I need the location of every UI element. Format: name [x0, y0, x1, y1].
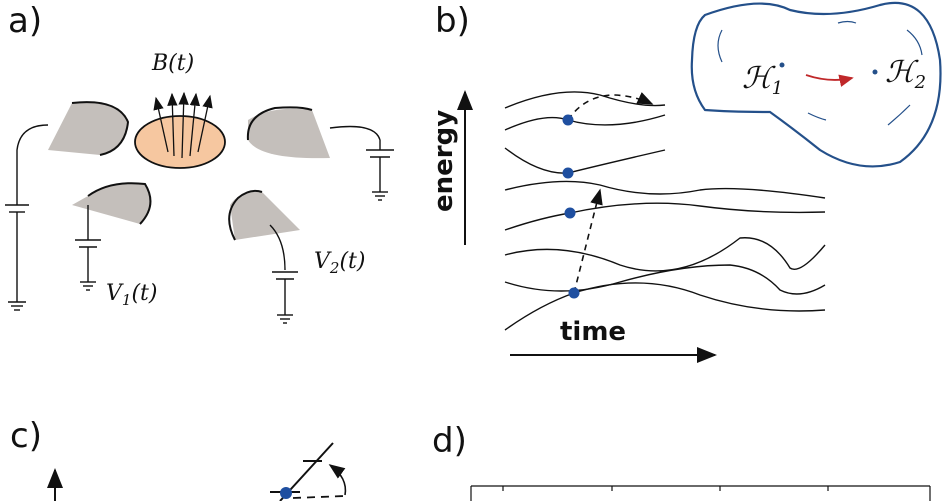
- state-dot: [562, 167, 574, 179]
- hamiltonian-1-label: ℋ1: [742, 61, 783, 99]
- state-dot: [280, 487, 292, 499]
- gate-top-left: [48, 102, 128, 155]
- panel-c: [47, 442, 347, 501]
- energy-level-curves: [504, 91, 826, 331]
- quantum-dot-island: [134, 115, 226, 169]
- hamiltonian-2-point: [872, 69, 878, 75]
- panel-label-c: c): [10, 416, 42, 456]
- gate-bottom-right: [230, 191, 300, 240]
- path-arrow-icon: [805, 74, 854, 87]
- panel-b-energy-levels: energy time ℋ1 ℋ2: [429, 1, 942, 363]
- gate-top-right: [248, 108, 330, 159]
- voltage-1-label: V1(t): [106, 281, 157, 309]
- time-axis-label: time: [560, 317, 626, 347]
- panel-label-b: b): [435, 1, 470, 41]
- transition-dashed-arrow: [573, 188, 603, 294]
- state-dot: [568, 287, 580, 299]
- field-arrows-icon: [153, 91, 213, 159]
- hamiltonian-1-point: [779, 62, 785, 68]
- adiabatic-dashed-arrow: [567, 92, 654, 121]
- state-dot: [562, 114, 574, 126]
- panel-label-d: d): [432, 421, 467, 461]
- panel-label-a: a): [8, 1, 42, 41]
- hamiltonian-2-label: ℋ2: [885, 55, 926, 93]
- magnetic-field-label: B(t): [151, 51, 194, 76]
- hamiltonian-space-blob: [690, 1, 942, 168]
- state-dot: [564, 207, 576, 219]
- voltage-2-label: V2(t): [314, 249, 365, 277]
- angle-arrow: [328, 464, 347, 496]
- panel-d-plot-frame: [470, 485, 931, 501]
- energy-axis-label: energy: [429, 110, 459, 212]
- panel-a-device: B(t) V1(t) V2(t): [5, 51, 394, 324]
- gate-bottom-left: [72, 183, 151, 224]
